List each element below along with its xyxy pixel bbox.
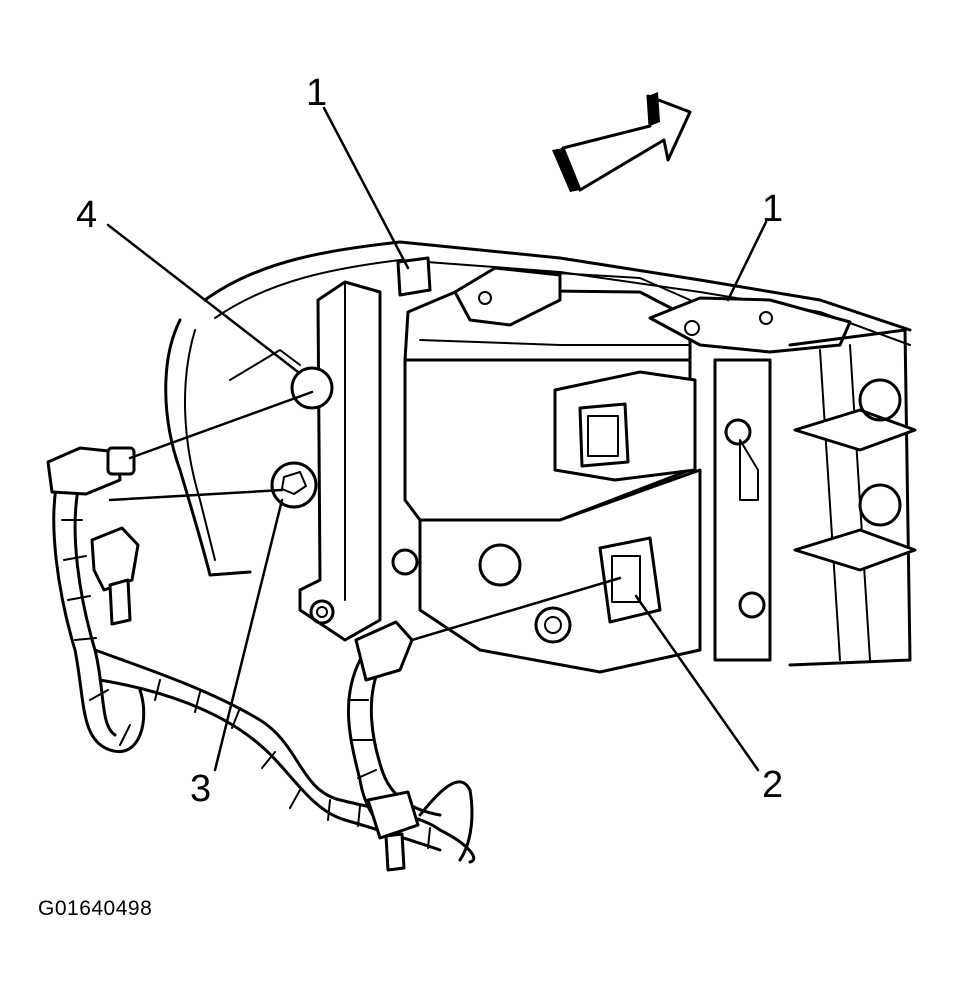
leader-3 xyxy=(213,498,284,772)
leader-2 xyxy=(634,594,760,772)
callout-1-top: 1 xyxy=(306,72,328,114)
forward-direction-arrow-icon xyxy=(552,92,692,192)
wiring-harness xyxy=(46,446,476,872)
callout-3: 3 xyxy=(190,768,212,810)
callout-2: 2 xyxy=(762,764,784,806)
mounting-tabs xyxy=(396,256,852,354)
mounting-bracket-left xyxy=(270,280,382,642)
leader-3-extension xyxy=(108,488,284,502)
leader-2-extension xyxy=(410,576,622,642)
callout-1-right: 1 xyxy=(762,188,784,230)
leader-lines xyxy=(106,106,768,772)
figure-id: G01640498 xyxy=(38,897,153,920)
control-module xyxy=(391,269,702,674)
leader-1-right xyxy=(726,220,768,302)
leader-4-extension xyxy=(128,390,314,460)
callout-4: 4 xyxy=(76,194,98,236)
leader-1-top xyxy=(322,106,410,270)
radiator-support-right xyxy=(713,328,917,667)
leader-4 xyxy=(106,223,300,374)
body-outline xyxy=(164,240,912,577)
